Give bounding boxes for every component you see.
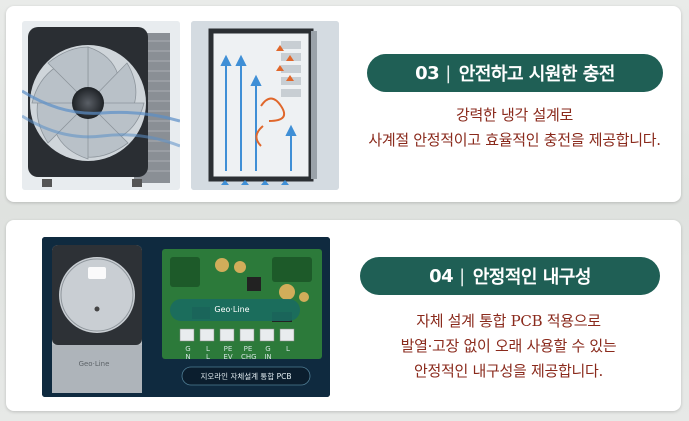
section-3-separator: | [445, 62, 451, 84]
pcb-brand-chip: Geo·Line [214, 305, 250, 314]
pcb-terminal-label: G [265, 345, 271, 353]
cooling-fan-image [22, 21, 180, 190]
pcb-illustration [42, 237, 330, 397]
section-4-separator: | [459, 265, 465, 287]
pcb-terminal-label: CHG [241, 353, 257, 361]
feature-card-durability: Geo·Line Geo·Line 지오라인 자체설계 통합 PCB G L P… [6, 220, 681, 411]
section-4-desc-line-1: 자체 설계 통합 PCB 적용으로 [416, 312, 601, 330]
pcb-terminal-label: IN [264, 353, 272, 361]
pcb-terminal-label: G [185, 345, 191, 353]
pcb-terminal-label: L [286, 345, 290, 353]
fan-illustration [22, 21, 180, 190]
pcb-terminal-label: PE [243, 345, 253, 353]
pcb-terminal-label: EV [223, 353, 233, 361]
pcb-caption: 지오라인 자체설계 통합 PCB [200, 372, 292, 381]
section-3-number: 03 [415, 62, 440, 84]
section-4-number: 04 [429, 265, 454, 287]
pcb-terminal-label: PE [223, 345, 233, 353]
pcb-product-image [42, 237, 330, 397]
device-brand-label: Geo·Line [78, 360, 110, 368]
section-3-description: 강력한 냉각 설계로 사계절 안정적이고 효율적인 충전을 제공합니다. [342, 103, 687, 153]
section-3-desc-line-1: 강력한 냉각 설계로 [456, 106, 573, 124]
pcb-terminal-label: L [206, 345, 210, 353]
airflow-illustration [191, 21, 339, 190]
pcb-terminal-labels: G L PE PE G L N L EV CHG IN [178, 345, 302, 363]
section-4-title: 안정적인 내구성 [472, 267, 592, 288]
section-4-desc-line-3: 안정적인 내구성을 제공합니다. [414, 362, 603, 380]
section-4-desc-line-2: 발열·고장 없이 오래 사용할 수 있는 [400, 337, 617, 355]
section-4-description: 자체 설계 통합 PCB 적용으로 발열·고장 없이 오래 사용할 수 있는 안… [336, 309, 681, 384]
section-3-title: 안전하고 시원한 충전 [458, 64, 616, 85]
airflow-diagram-image [191, 21, 339, 190]
pcb-terminal-label: N [185, 353, 191, 361]
section-3-title-pill: 03 | 안전하고 시원한 충전 [367, 54, 663, 92]
section-3-desc-line-2: 사계절 안정적이고 효율적인 충전을 제공합니다. [368, 131, 661, 149]
feature-card-cooling: 03 | 안전하고 시원한 충전 강력한 냉각 설계로 사계절 안정적이고 효율… [6, 6, 681, 202]
pcb-terminal-label: L [206, 353, 210, 361]
section-4-title-pill: 04 | 안정적인 내구성 [360, 257, 660, 295]
